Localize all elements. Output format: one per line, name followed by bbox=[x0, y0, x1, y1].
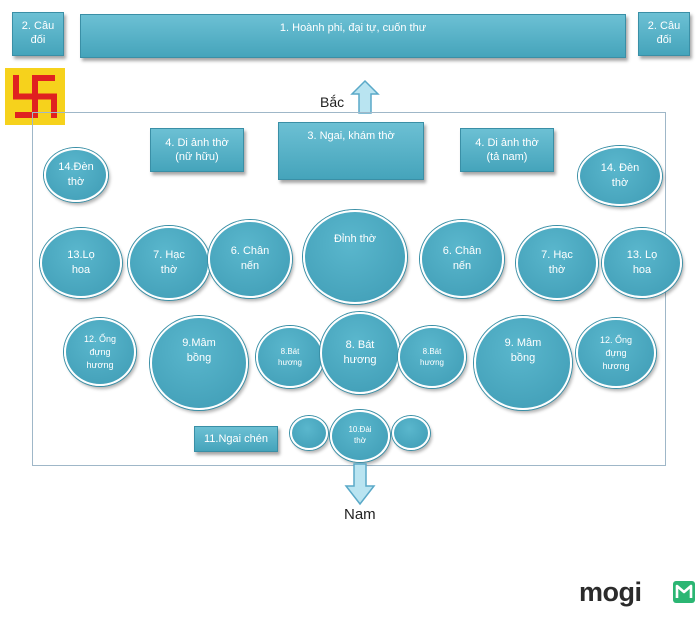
cup-left bbox=[290, 416, 328, 450]
mogi-mark-icon bbox=[673, 581, 695, 603]
logo-text: mogi bbox=[579, 577, 642, 607]
vase-right: 13. Lọ hoa bbox=[602, 228, 682, 298]
couplet-right-box: 2. Câu đối bbox=[638, 12, 690, 56]
incense-tube-right: 12. Ống đựng hương bbox=[576, 318, 656, 388]
incense-bowl-main: 8. Bát hương bbox=[320, 312, 400, 394]
lamp-right: 14. Đèn thờ bbox=[578, 146, 662, 206]
vase-left: 13.Lọ hoa bbox=[40, 228, 122, 298]
candle-right: 6. Chân nến bbox=[420, 220, 504, 298]
crane-left: 7. Hạc thờ bbox=[128, 226, 210, 300]
censer: Đỉnh thờ bbox=[303, 210, 407, 304]
portrait-right-box: 4. Di ảnh thờ (tả nam) bbox=[460, 128, 554, 172]
arrow-up-icon bbox=[350, 79, 380, 114]
swastika-icon bbox=[5, 68, 65, 125]
mogi-logo: mogi bbox=[579, 577, 699, 613]
altar-box: 3. Ngai, khám thờ bbox=[278, 122, 424, 180]
incense-bowl-small-left: 8.Bát hương bbox=[256, 326, 324, 388]
candle-left: 6. Chân nến bbox=[208, 220, 292, 298]
fruit-tray-right: 9. Mâm bồng bbox=[474, 316, 572, 410]
arrow-down-icon bbox=[344, 463, 376, 506]
cup-right bbox=[392, 416, 430, 450]
incense-tube-left: 12. Ống đựng hương bbox=[64, 318, 136, 386]
south-label: Nam bbox=[344, 506, 376, 523]
fruit-tray-left: 9.Mâm bồng bbox=[150, 316, 248, 410]
cup-stand-box: 11.Ngai chén bbox=[194, 426, 278, 452]
portrait-left-box: 4. Di ảnh thờ (nữ hữu) bbox=[150, 128, 244, 172]
offering-plate: 10.Đài thờ bbox=[330, 410, 390, 462]
lamp-left: 14.Đèn thờ bbox=[44, 148, 108, 202]
couplet-left-box: 2. Câu đối bbox=[12, 12, 64, 56]
crane-right: 7. Hạc thờ bbox=[516, 226, 598, 300]
banner-box: 1. Hoành phi, đại tự, cuốn thư bbox=[80, 14, 626, 58]
incense-bowl-small-right: 8.Bát hương bbox=[398, 326, 466, 388]
north-label: Bắc bbox=[320, 94, 345, 110]
